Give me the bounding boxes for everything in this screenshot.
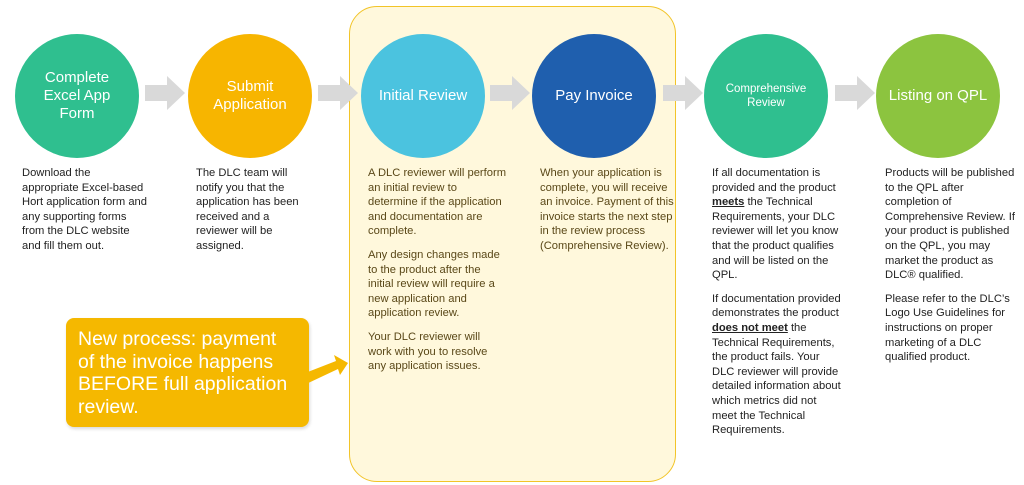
step-label: Initial Review bbox=[378, 87, 468, 104]
arrow-right-icon bbox=[145, 76, 185, 110]
description-text: The DLC team will notify you that the ap… bbox=[196, 167, 299, 252]
callout-pointer-icon bbox=[300, 355, 348, 385]
step-description-3: A DLC reviewer will perform an initial r… bbox=[368, 166, 506, 383]
step-initial-review: Initial Review bbox=[361, 34, 485, 158]
step-label: Submit Application bbox=[213, 78, 287, 113]
arrow-right-icon bbox=[318, 76, 358, 110]
step-description-1: Download the appropriate Excel-based Hor… bbox=[22, 166, 150, 263]
step-label: Complete Excel App Form bbox=[43, 69, 111, 122]
step-listing-on-qpl: Listing on QPL bbox=[876, 34, 1000, 158]
description-text: A DLC reviewer will perform an initial r… bbox=[368, 167, 507, 238]
description-text: Any design changes made to the product a… bbox=[368, 248, 500, 320]
step-description-4: When your application is complete, you w… bbox=[540, 166, 674, 263]
description-paragraph: If all documentation is provided and the… bbox=[712, 166, 844, 283]
arrow-right-icon bbox=[835, 76, 875, 110]
keyword-does-not-meet: does not meet bbox=[712, 321, 788, 334]
step-description-6: Products will be published to the QPL af… bbox=[885, 166, 1017, 374]
keyword-meets: meets bbox=[712, 196, 745, 209]
description-text: Your DLC reviewer will work with you to … bbox=[368, 330, 488, 373]
step-label: Comprehensive Review bbox=[725, 83, 807, 109]
callout-text: New process: payment of the invoice happ… bbox=[78, 328, 288, 418]
step-label: Listing on QPL bbox=[888, 87, 988, 104]
description-text: When your application is complete, you w… bbox=[540, 167, 674, 252]
callout-new-process: New process: payment of the invoice happ… bbox=[66, 318, 309, 427]
description-text: If documentation provided demonstrates t… bbox=[712, 292, 841, 320]
step-comprehensive-review: Comprehensive Review bbox=[704, 34, 828, 158]
description-text: If all documentation is provided and the… bbox=[712, 167, 836, 194]
description-text: Download the appropriate Excel-based Hor… bbox=[22, 167, 147, 252]
description-text: the Technical Requirements, the product … bbox=[712, 321, 841, 437]
description-text: Please refer to the DLC’s Logo Use Guide… bbox=[885, 292, 1010, 364]
step-submit-application: Submit Application bbox=[188, 34, 312, 158]
description-text: Products will be published to the QPL af… bbox=[885, 167, 1015, 282]
step-pay-invoice: Pay Invoice bbox=[532, 34, 656, 158]
description-paragraph: If documentation provided demonstrates t… bbox=[712, 292, 844, 438]
step-complete-excel-app-form: Complete Excel App Form bbox=[15, 34, 139, 158]
step-label: Pay Invoice bbox=[555, 87, 633, 104]
step-description-5: If all documentation is provided and the… bbox=[712, 166, 844, 447]
arrow-right-icon bbox=[490, 76, 530, 110]
description-text: the Technical Requirements, your DLC rev… bbox=[712, 196, 839, 282]
step-description-2: The DLC team will notify you that the ap… bbox=[196, 166, 314, 263]
arrow-right-icon bbox=[663, 76, 703, 110]
